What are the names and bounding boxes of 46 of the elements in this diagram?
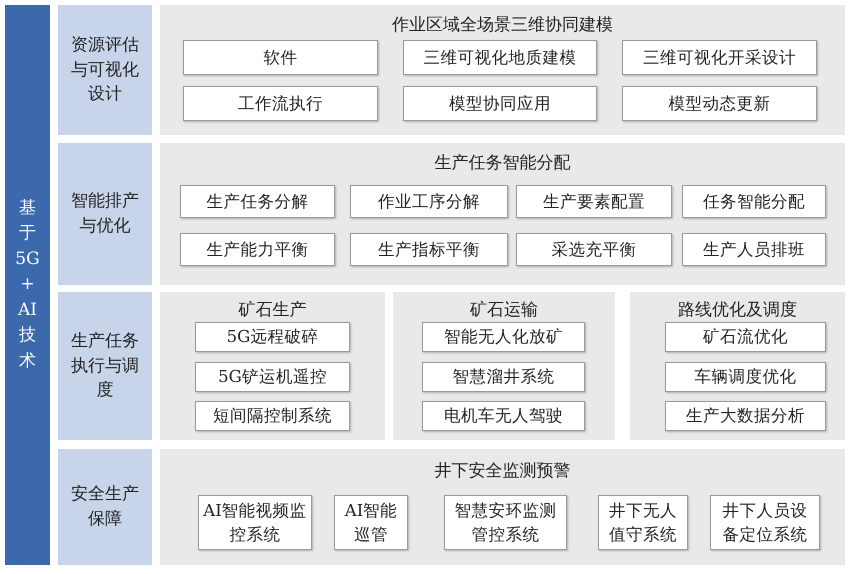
item-box: 工作流执行 — [183, 86, 378, 121]
item-box: 生产任务分解 — [180, 185, 335, 218]
item-box: 模型动态更新 — [622, 86, 817, 121]
item-box: 车辆调度优化 — [665, 362, 826, 392]
group-panel — [630, 292, 845, 440]
panel-heading: 生产任务智能分配 — [434, 152, 572, 174]
item-box: 任务智能分配 — [682, 185, 826, 218]
item-box: 智能无人化放矿 — [422, 322, 585, 352]
item-box: 软件 — [183, 40, 378, 75]
item-box: 井下人员设备定位系统 — [710, 495, 820, 550]
item-box: AI智能视频监控系统 — [198, 495, 312, 550]
category-label: 资源评估与可视化设计 — [58, 5, 152, 135]
category-label: 智能排产与优化 — [58, 143, 152, 285]
category-label: 安全生产保障 — [58, 449, 152, 565]
group-panel — [160, 449, 845, 565]
item-box: 生产能力平衡 — [180, 233, 335, 266]
item-box: 生产大数据分析 — [665, 401, 826, 431]
item-box: 智慧溜井系统 — [422, 362, 585, 392]
panel-heading: 路线优化及调度 — [677, 299, 798, 321]
item-box: 模型协同应用 — [403, 86, 597, 121]
item-box: 生产人员排班 — [682, 233, 826, 266]
item-box: 生产要素配置 — [516, 185, 672, 218]
group-panel — [160, 5, 845, 135]
item-box: 采选充平衡 — [516, 233, 672, 266]
item-box: 作业工序分解 — [350, 185, 508, 218]
item-box: 三维可视化开采设计 — [622, 40, 817, 75]
vertical-label: 基于5G+AI技术 — [15, 196, 40, 373]
group-panel — [393, 292, 615, 440]
panel-heading: 矿石生产 — [238, 299, 308, 321]
category-label: 生产任务执行与调度 — [58, 292, 152, 440]
item-box: 生产指标平衡 — [350, 233, 508, 266]
group-panel — [160, 292, 385, 440]
item-box: 智慧安环监测管控系统 — [444, 495, 567, 550]
item-box: 短间隔控制系统 — [195, 401, 350, 431]
panel-heading: 矿石运输 — [469, 299, 539, 321]
panel-heading: 井下安全监测预警 — [434, 460, 572, 482]
panel-heading: 作业区域全场景三维协同建模 — [391, 14, 614, 36]
group-panel — [160, 143, 845, 285]
item-box: 电机车无人驾驶 — [422, 401, 585, 431]
item-box: AI智能巡管 — [334, 495, 408, 550]
item-box: 矿石流优化 — [665, 322, 826, 352]
item-box: 井下无人值守系统 — [598, 495, 688, 550]
item-box: 5G远程破碎 — [195, 322, 350, 352]
side-banner — [5, 5, 50, 565]
item-box: 三维可视化地质建模 — [403, 40, 597, 75]
item-box: 5G铲运机遥控 — [195, 362, 350, 392]
